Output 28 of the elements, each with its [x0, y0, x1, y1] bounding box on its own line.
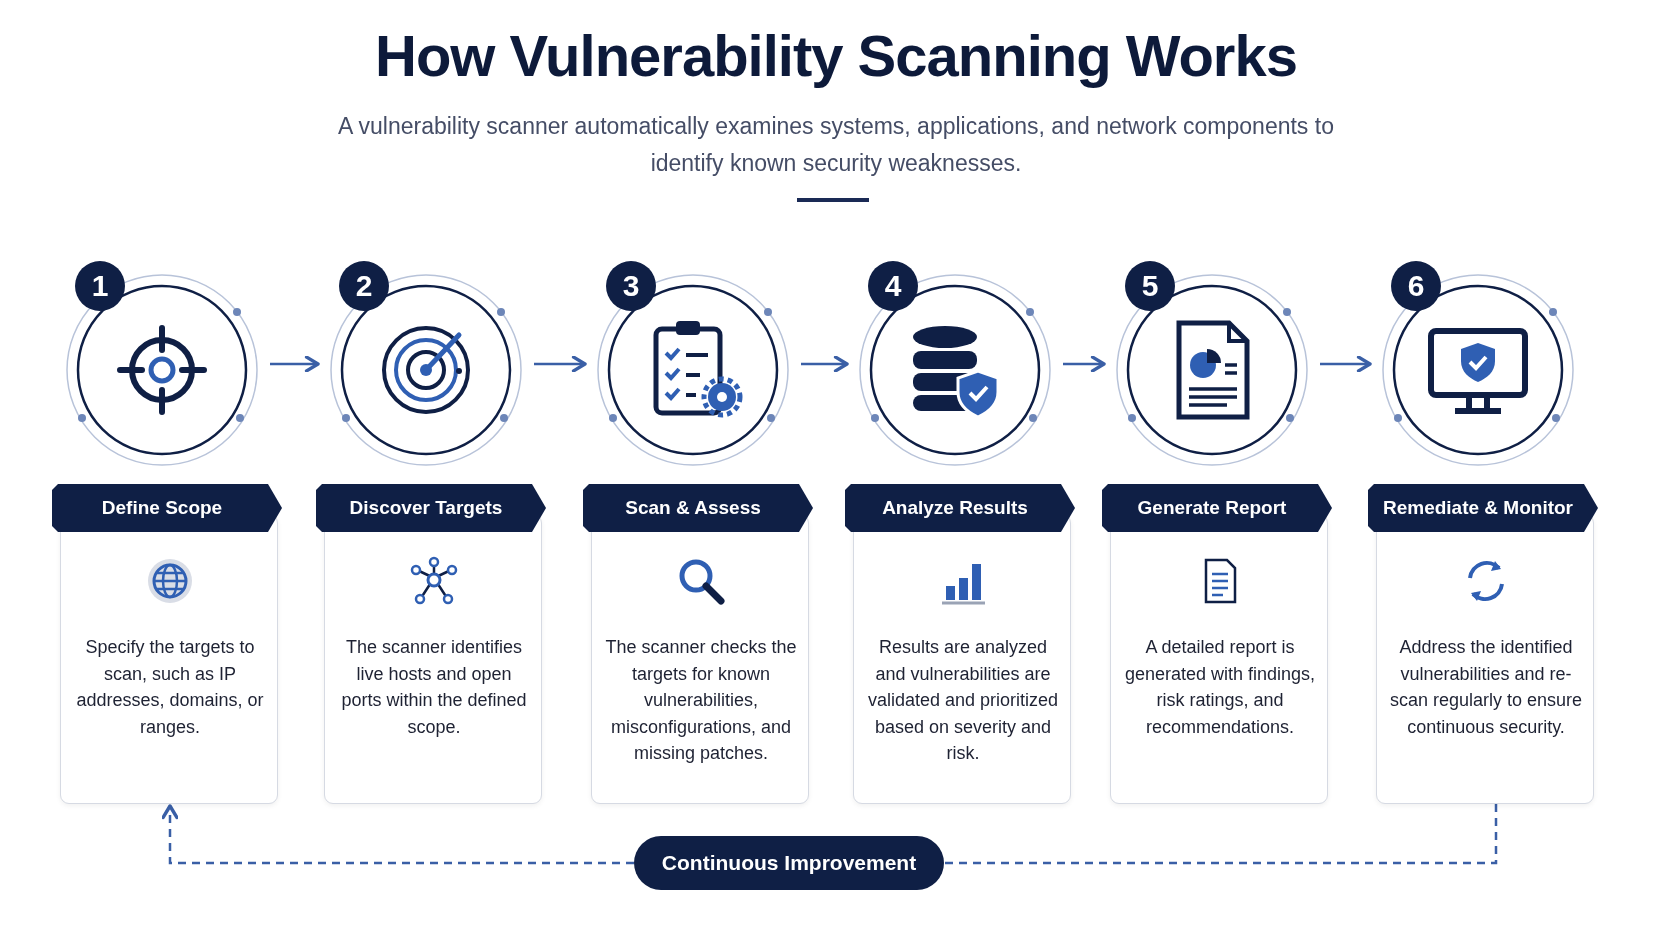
- step-heading: Scan & Assess: [583, 484, 813, 532]
- step-number: 6: [1391, 261, 1441, 311]
- step-description: The scanner identifies live hosts and open ports within the defined scope.: [340, 636, 528, 739]
- step-number: 3: [606, 261, 656, 311]
- step-number: 5: [1125, 261, 1175, 311]
- step-description: Results are analyzed and vulnerabilities are validated and prioritized based on severity and risk.: [866, 636, 1060, 765]
- arrow: [270, 355, 320, 373]
- step-heading: Generate Report: [1102, 484, 1332, 532]
- step-number: 1: [75, 261, 125, 311]
- step-description: The scanner checks the targets for known vulnerabilities, misconfigurations, and missing patches.: [604, 636, 798, 765]
- arrow: [1063, 355, 1106, 373]
- arrow: [1320, 355, 1372, 373]
- step-heading: Discover Targets: [316, 484, 546, 532]
- step-description: Address the identified vulnerabilities and re-scan regularly to ensure continuous security.: [1388, 636, 1584, 739]
- subtitle: A vulnerability scanner automatically examines systems, applications, and network components to identify known security weaknesses.: [337, 112, 1335, 178]
- step-number: 2: [339, 261, 389, 311]
- dashed-connector: [944, 804, 1498, 865]
- step-description: A detailed report is generated with findings, risk ratings, and recommendations.: [1123, 636, 1317, 739]
- step-heading: Analyze Results: [845, 484, 1075, 532]
- title: How Vulnerability Scanning Works: [374, 22, 1298, 89]
- arrow: [534, 355, 587, 373]
- step-heading: Define Scope: [52, 484, 282, 532]
- step-heading: Remediate & Monitor: [1368, 484, 1598, 532]
- step-number: 4: [868, 261, 918, 311]
- dashed-connector: [161, 804, 634, 865]
- arrow: [801, 355, 849, 373]
- improvement-label: Continuous Improvement: [634, 836, 944, 890]
- step-description: Specify the targets to scan, such as IP addresses, domains, or ranges.: [75, 636, 265, 739]
